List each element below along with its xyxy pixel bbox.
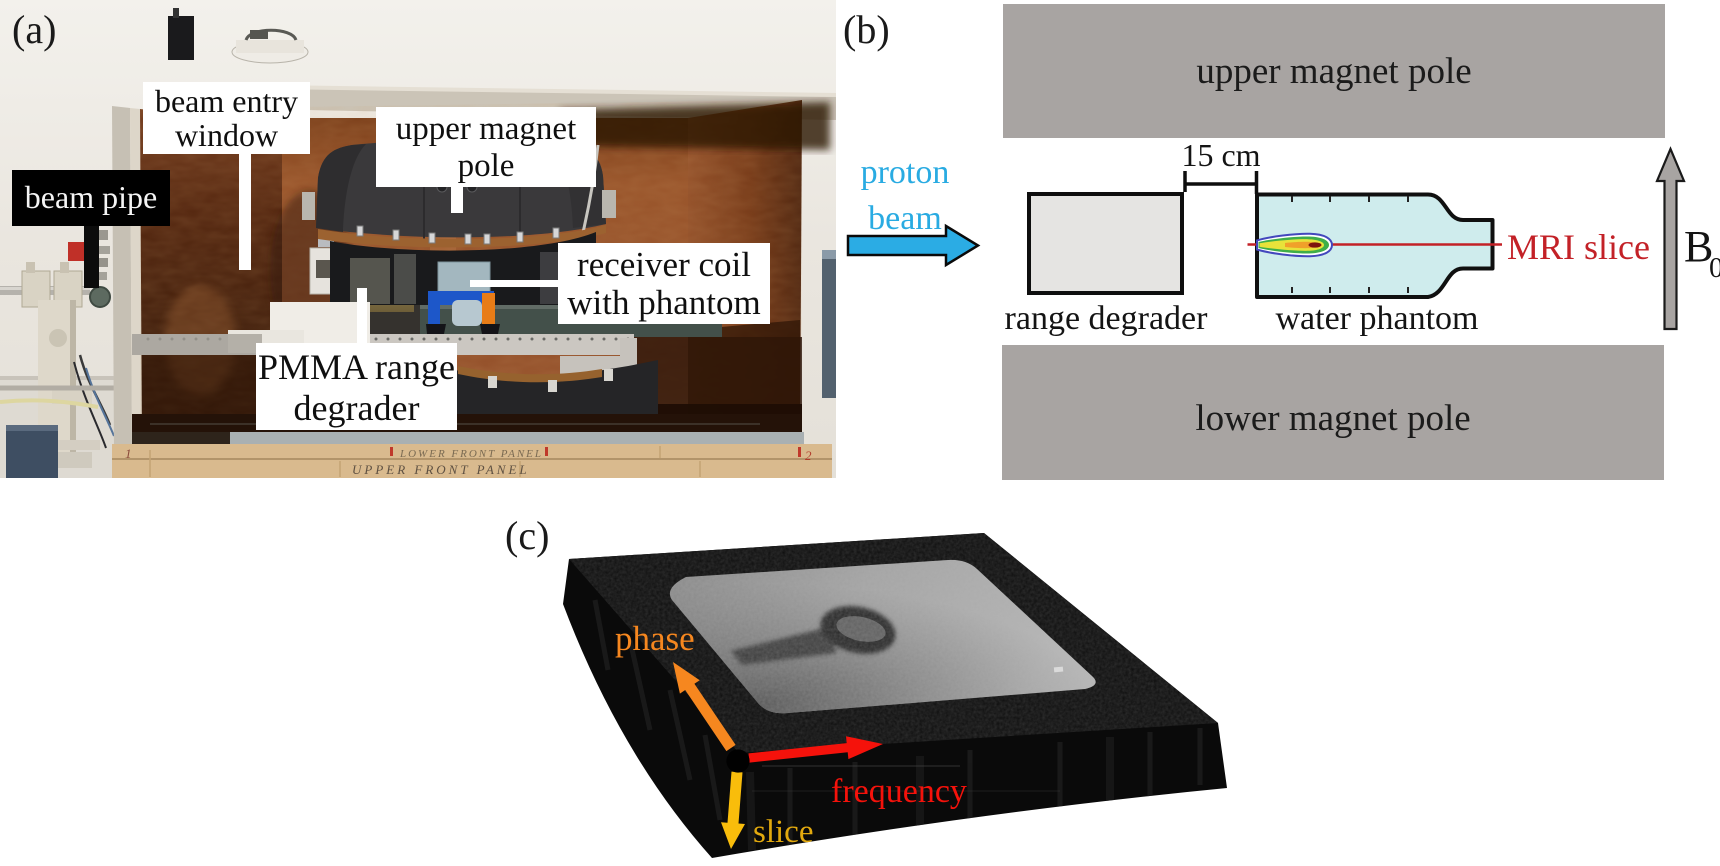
svg-text:UPPER FRONT PANEL: UPPER FRONT PANEL [352, 462, 530, 477]
svg-text:LOWER FRONT PANEL: LOWER FRONT PANEL [399, 448, 543, 460]
svg-text:frequency: frequency [831, 773, 967, 810]
svg-text:2: 2 [805, 448, 812, 463]
svg-text:slice: slice [753, 814, 813, 850]
svg-text:1: 1 [125, 446, 132, 461]
svg-text:phase: phase [615, 619, 695, 658]
